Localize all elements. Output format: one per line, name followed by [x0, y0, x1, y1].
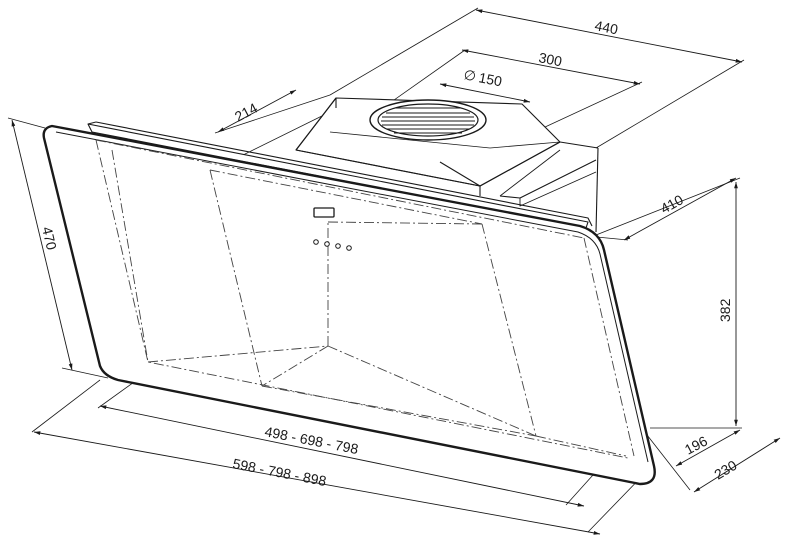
dim-line-230	[693, 437, 781, 493]
control-panel	[313, 207, 352, 251]
label-outer-width: 598 - 798 - 898	[231, 455, 327, 489]
display-window	[313, 207, 335, 218]
label-196: 196	[682, 432, 710, 457]
glass-panel	[42, 124, 656, 486]
label-470: 470	[39, 225, 60, 252]
hidden-body-lines	[95, 139, 635, 459]
label-150: 150	[477, 69, 503, 89]
control-button-4	[346, 245, 352, 251]
dim-line-150	[439, 83, 531, 103]
dim-line-410	[623, 177, 737, 241]
motor-housing	[295, 97, 599, 233]
label-440: 440	[593, 17, 619, 37]
diameter-icon: ∅	[462, 66, 477, 84]
label-300: 300	[537, 49, 563, 69]
dim-line-440	[475, 9, 743, 63]
label-382: 382	[717, 298, 733, 322]
dimension-lines	[11, 9, 781, 535]
label-inner-width: 498 - 698 - 798	[263, 423, 359, 457]
glass-outline	[42, 124, 656, 486]
duct-outlet	[369, 99, 487, 141]
control-button-3	[335, 243, 341, 249]
dim-line-300	[461, 49, 641, 85]
dim-line-outer-width	[33, 431, 601, 535]
dim-line-214	[217, 89, 297, 133]
control-button-2	[324, 241, 330, 247]
label-214: 214	[232, 99, 260, 124]
control-button-1	[313, 239, 319, 245]
label-410: 410	[658, 191, 686, 216]
dim-line-470	[11, 119, 73, 371]
